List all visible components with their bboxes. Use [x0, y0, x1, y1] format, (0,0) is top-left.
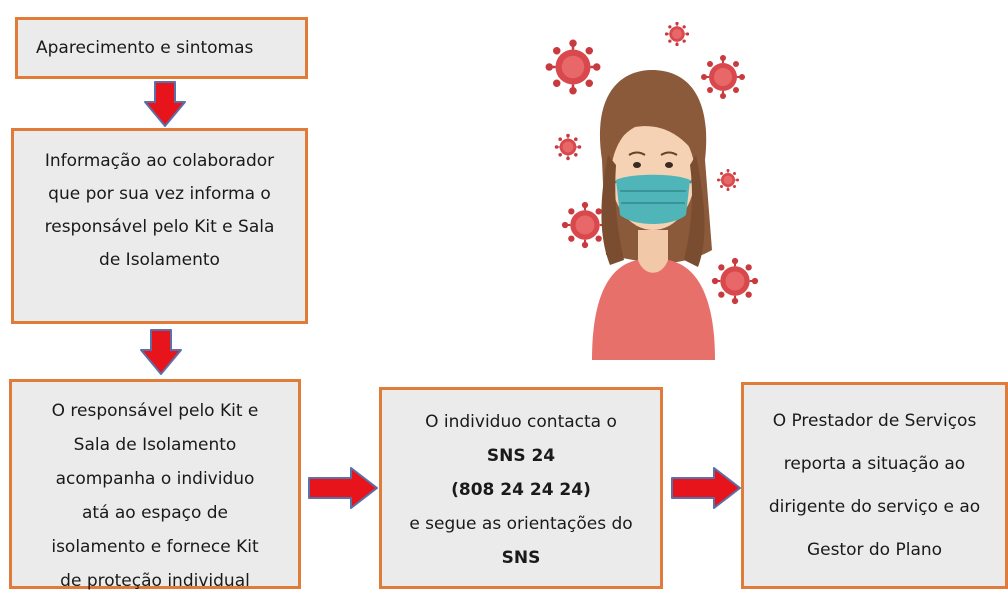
step-text-line-bold: (808 24 24 24) [451, 480, 591, 500]
right-arrow-icon [308, 467, 378, 509]
step-text-line: de proteção individual [60, 571, 250, 591]
step-text-line: Gestor do Plano [806, 539, 943, 560]
down-arrow-icon [144, 81, 186, 127]
right-arrow-icon [671, 467, 741, 509]
step-text-line: responsável pelo Kit e Sala [44, 217, 275, 237]
step-text-line: Sala de Isolamento [73, 435, 237, 455]
step-text-line: reporta a situação ao [783, 453, 966, 474]
step-box-inform-collaborator: Informação ao colaborador que por sua ve… [11, 128, 308, 324]
step-text-line: O Prestador de Serviços [772, 410, 977, 431]
step-text-line-bold: SNS [501, 548, 541, 568]
step-text-line: Informação ao colaborador [44, 151, 275, 171]
step-text-line: Aparecimento e sintomas [36, 38, 254, 58]
step-text-line: que por sua vez informa o [48, 184, 271, 204]
down-arrow-icon [140, 329, 182, 375]
woman-with-mask-and-virus-icon [544, 21, 760, 360]
step-text-line: isolamento e fornece Kit [51, 537, 259, 557]
step-text-line: O responsável pelo Kit e [51, 401, 259, 421]
step-text-line-bold: SNS 24 [486, 446, 556, 466]
step-text-line: dirigente do serviço e ao [768, 496, 981, 517]
step-text-line: de Isolamento [99, 250, 220, 270]
step-box-report: O Prestador de Serviços reporta a situaç… [741, 382, 1008, 589]
step-box-contact-sns: O individuo contacta o SNS 24 (808 24 24… [379, 387, 663, 589]
step-box-symptoms: Aparecimento e sintomas [15, 17, 308, 79]
step-text-line: e segue as orientações do [409, 514, 633, 534]
step-text-line: acompanha o individuo [55, 469, 255, 489]
step-box-isolation: O responsável pelo Kit e Sala de Isolame… [9, 379, 301, 591]
step-text-line: O individuo contacta o [425, 412, 617, 432]
step-text-line: atá ao espaço de [81, 503, 229, 523]
